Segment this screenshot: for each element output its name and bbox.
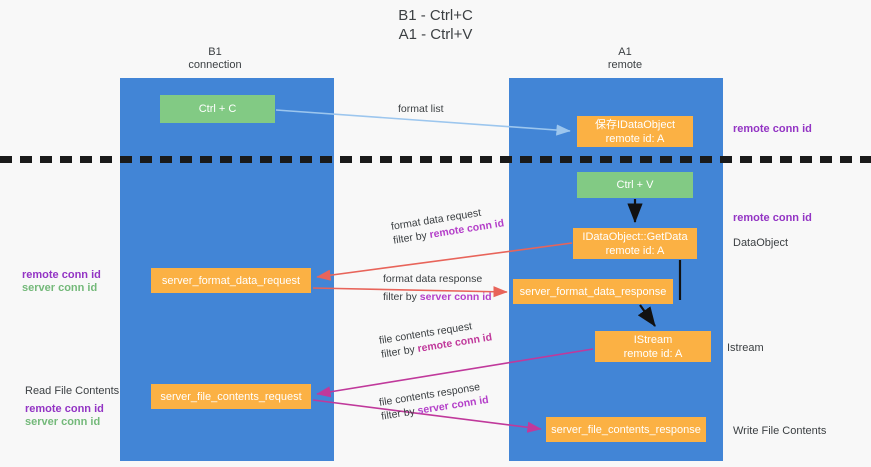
annotation-left-server-conn-id: server conn id [22,282,98,294]
page-title: B1 - Ctrl+C A1 - Ctrl+V [398,7,473,43]
dashed-divider [0,156,871,163]
annotation-remote-conn-id-mid: remote conn id [733,212,812,224]
node-server-file-contents-request[interactable]: server_file_contents_request [151,384,311,409]
column-header-a1: A1 remote [607,46,643,71]
annotation-left-server-conn-id-2: server conn id [25,416,101,428]
annotation-left-remote-conn-id-2: remote conn id [25,403,104,415]
annotation-istream: Istream [727,342,764,354]
node-idataobject-getdata[interactable]: IDataObject::GetData remote id: A [573,228,697,259]
annotation-remote-conn-id-top: remote conn id [733,123,812,135]
node-istream[interactable]: IStream remote id: A [595,331,711,362]
node-ctrl-v[interactable]: Ctrl + V [577,172,693,198]
annotation-dataobject: DataObject [733,237,789,249]
edge-label-format-list: format list [398,102,444,116]
column-header-b1: B1 connection [188,46,242,71]
node-ctrl-c[interactable]: Ctrl + C [160,95,275,123]
edge-label-file-contents-response: file contents response filter by server … [378,379,490,424]
annotation-left-remote-conn-id: remote conn id [22,269,101,281]
node-server-format-data-request[interactable]: server_format_data_request [151,268,311,293]
filter-key-server-conn-id: server conn id [419,291,492,303]
edge-label-format-data-response-line1: format data response [383,273,483,285]
node-server-file-contents-response[interactable]: server_file_contents_response [546,417,706,442]
edge-label-format-data-request: format data request filter by remote con… [390,202,505,247]
edge-label-file-contents-request: file contents request filter by remote c… [378,316,493,361]
edge-label-format-list-text: format list [398,103,444,115]
edge-label-format-data-response: format data response filter by server co… [383,272,492,304]
filter-by-prefix: filter by [383,291,420,303]
edge-label-format-data-response-line2: filter by server conn id [383,290,492,304]
node-server-format-data-response[interactable]: server_format_data_response [513,279,673,304]
annotation-write-file-contents: Write File Contents [733,425,827,437]
annotation-read-file-contents: Read File Contents [25,385,120,397]
node-save-idataobject[interactable]: 保存IDataObject remote id: A [577,116,693,147]
